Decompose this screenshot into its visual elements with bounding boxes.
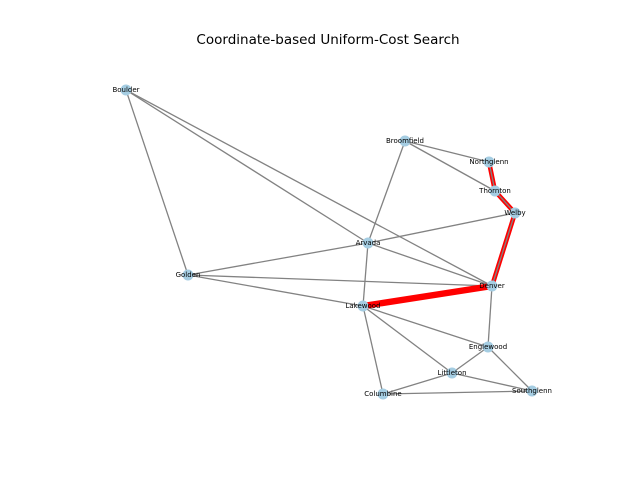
node-littleton	[446, 367, 458, 379]
node-denver	[486, 280, 498, 292]
node-arvada	[362, 237, 374, 249]
plot-title: Coordinate-based Uniform-Cost Search	[196, 32, 460, 48]
edge-lakewood-littleton	[362, 305, 453, 374]
node-broomfield	[399, 135, 411, 147]
node-englewood	[482, 341, 494, 353]
node-southglenn	[526, 385, 538, 397]
edge-arvada-lakewood	[362, 242, 369, 307]
edge-arvada-denver	[367, 242, 493, 287]
node-label-welby: Welby	[504, 209, 525, 217]
node-boulder	[120, 84, 132, 96]
edge-lakewood-columbine	[362, 305, 384, 395]
node-label-arvada: Arvada	[356, 239, 381, 247]
edge-welby-denver	[491, 212, 516, 287]
edge-boulder-denver	[125, 89, 493, 287]
node-label-broomfield: Broomfield	[386, 137, 424, 145]
edge-broomfield-thornton	[404, 140, 496, 192]
node-label-lakewood: Lakewood	[345, 302, 380, 310]
edge-arvada-golden	[187, 242, 369, 276]
node-label-englewood: Englewood	[469, 343, 507, 351]
node-columbine	[377, 388, 389, 400]
edge-lakewood-englewood	[362, 305, 489, 348]
edge-littleton-southglenn	[451, 372, 533, 392]
node-label-golden: Golden	[176, 271, 201, 279]
node-label-southglenn: Southglenn	[512, 387, 552, 395]
node-label-boulder: Boulder	[112, 86, 139, 94]
node-thornton	[489, 185, 501, 197]
edge-boulder-golden	[125, 89, 189, 276]
node-label-denver: Denver	[479, 282, 505, 290]
edge-broomfield-northglenn	[404, 140, 490, 163]
edge-golden-lakewood	[187, 274, 364, 307]
edge-littleton-columbine	[382, 372, 453, 395]
node-welby	[509, 207, 521, 219]
node-label-thornton: Thornton	[478, 187, 511, 195]
node-lakewood	[357, 300, 369, 312]
path-edge-denver-lakewood	[362, 282, 493, 310]
node-label-littleton: Littleton	[437, 369, 466, 377]
node-label-northglenn: Northglenn	[469, 158, 508, 166]
edge-golden-denver	[187, 274, 493, 287]
node-northglenn	[483, 156, 495, 168]
edge-columbine-southglenn	[382, 390, 533, 395]
edge-englewood-littleton	[451, 346, 489, 374]
edge-boulder-arvada	[125, 89, 369, 244]
edge-welby-arvada	[367, 212, 516, 244]
node-golden	[182, 269, 194, 281]
edge-englewood-southglenn	[487, 346, 533, 392]
edge-broomfield-arvada	[367, 140, 406, 244]
edge-denver-englewood	[487, 285, 493, 348]
node-label-columbine: Columbine	[364, 390, 402, 398]
